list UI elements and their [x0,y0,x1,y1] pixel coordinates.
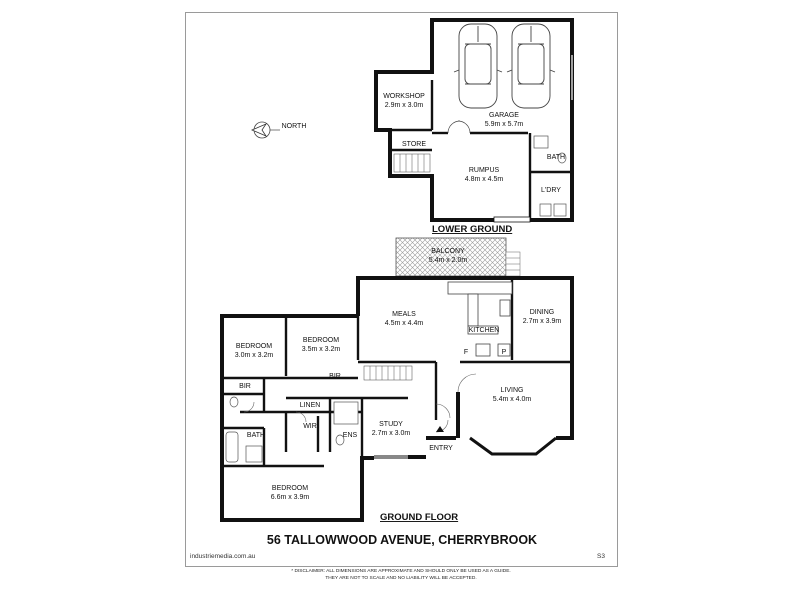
ground-floor-plan: F P BALCONY 5.4m x 2.0m MEALS 4.5m x 4.4… [220,237,574,523]
balcony-dims: 5.4m x 2.0m [429,257,468,264]
bedroom1-name: BEDROOM [272,485,308,492]
shower-icon [245,445,263,463]
car-right-icon [506,23,556,109]
study-dims: 2.7m x 3.0m [372,430,411,437]
compass-label: NORTH [282,123,307,130]
dining-dims: 2.7m x 3.9m [523,318,562,325]
property-address: 56 TALLOWWOOD AVENUE, CHERRYBROOK [266,533,538,547]
bedroom3-name: BEDROOM [303,337,339,344]
balcony-stairs [505,251,521,277]
rumpus-window [493,216,531,223]
rumpus-dims: 4.8m x 4.5m [465,176,504,183]
lower-interior-walls [376,80,572,220]
disclaimer-line1: * DISCLAIMER: ALL DIMENSIONS ARE APPROXI… [291,568,510,574]
garage-door-icon [447,120,471,134]
living-name: LIVING [501,387,524,394]
bedroom2-name: BEDROOM [236,343,272,350]
plan-frame [185,12,618,567]
lower-ground-label: LOWER GROUND [432,224,512,235]
ensuite-toilet-icon [335,434,345,446]
ground-floor-label: GROUND FLOOR [380,512,458,523]
kitchen-benches [447,281,513,357]
ground-walls [220,276,574,522]
laundry-name: L'DRY [541,187,561,194]
ensuite-shower-icon [333,401,359,425]
bir1-name: BIR [239,383,251,390]
door-swings [243,373,477,433]
balcony-area [395,237,507,277]
meals-dims: 4.5m x 4.4m [385,320,424,327]
garage-dims: 5.9m x 5.7m [485,121,524,128]
study-name: STUDY [379,421,403,428]
bir2-name: BIR [329,373,341,380]
entry-arrow-icon [436,426,444,432]
ground-bath-name: BATH [247,432,265,439]
laundry-tub-icon [553,203,567,217]
living-dims: 5.4m x 4.0m [493,396,532,403]
workshop-name: WORKSHOP [383,93,425,100]
pantry-mark: P [502,349,507,356]
plan-code: S3 [597,553,605,560]
website-label: industriemedia.com.au [190,553,256,560]
entry-name: ENTRY [429,445,453,452]
store-stairs [393,153,431,173]
living-bay-window [469,436,557,456]
bedroom3-dims: 3.5m x 3.2m [302,346,341,353]
fridge-mark: F [464,349,468,356]
lower-ground-plan: WORKSHOP 2.9m x 3.0m GARAGE 5.9m x 5.7m … [374,18,574,235]
workshop-dims: 2.9m x 3.0m [385,102,424,109]
ground-interior-walls [222,278,572,468]
compass-arrow-icon [250,123,268,137]
bath-toilet-icon [557,152,567,164]
dining-name: DINING [530,309,555,316]
balcony-name: BALCONY [431,248,465,255]
garage-name: GARAGE [489,112,519,119]
wir-name: WIR [303,423,317,430]
rumpus-name: RUMPUS [469,167,500,174]
bath-shower-icon [533,135,549,149]
bath-tub-icon [225,431,239,463]
disclaimer-line2: THEY ARE NOT TO SCALE AND NO LIABILITY W… [325,575,476,581]
linen-name: LINEN [300,402,321,409]
bath-toilet-ground-icon [229,396,239,408]
meals-name: MEALS [392,311,416,318]
hall-stairs [363,365,413,381]
lower-bath-name: BATH [547,154,565,161]
store-name: STORE [402,141,426,148]
laundry-machine-icon [539,203,552,217]
ens-name: ENS [343,432,358,439]
bedroom2-dims: 3.0m x 3.2m [235,352,274,359]
bedroom1-dims: 6.6m x 3.9m [271,494,310,501]
compass: NORTH [250,121,307,139]
kitchen-name: KITCHEN [469,327,500,334]
car-left-icon [453,23,503,109]
